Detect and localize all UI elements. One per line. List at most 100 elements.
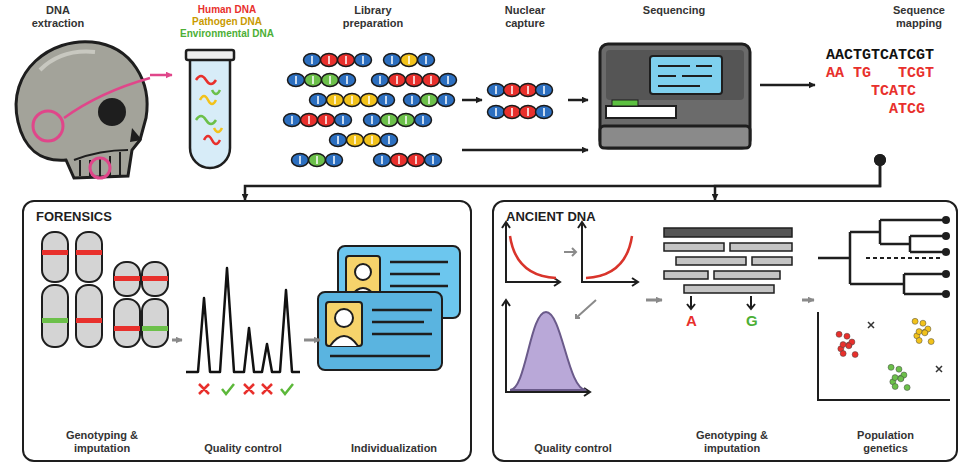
step-label: Sequence mapping xyxy=(880,4,958,30)
dna-fragments xyxy=(520,84,537,97)
dna-fragments xyxy=(316,156,318,164)
dna-fragments xyxy=(440,74,457,87)
dna-fragments xyxy=(425,56,427,64)
allele-call: A xyxy=(686,313,697,328)
sequencer-machine xyxy=(606,106,676,118)
sequencer-machine xyxy=(600,44,750,148)
step-label: Nuclear capture xyxy=(490,4,560,30)
dna-fragments xyxy=(543,86,545,94)
step-label: Environmental DNA xyxy=(180,28,274,40)
dna-fragments xyxy=(398,114,415,127)
dna-fragments xyxy=(364,134,381,147)
chromosome-symbol xyxy=(114,326,140,331)
dna-fragments xyxy=(389,74,406,87)
sequencer-machine xyxy=(600,126,750,148)
dna-fragments xyxy=(354,136,356,144)
qc-plots xyxy=(510,236,556,278)
dna-fragments xyxy=(337,136,339,144)
dna-fragments xyxy=(445,96,447,104)
flow-arrow xyxy=(172,339,182,342)
qc-plots xyxy=(586,236,632,278)
id-card-symbol xyxy=(326,302,362,346)
scatter-points xyxy=(920,320,926,326)
phylogenetic-tree xyxy=(866,257,940,259)
dna-fragments xyxy=(288,74,305,87)
phylogenetic-tree xyxy=(818,312,950,400)
dna-fragments xyxy=(418,54,435,67)
dna-fragments xyxy=(347,134,364,147)
dna-fragments xyxy=(355,54,372,67)
aligned-reads xyxy=(676,257,746,265)
dna-fragments xyxy=(329,76,331,84)
dna-fragments xyxy=(408,56,410,64)
dna-fragments xyxy=(339,74,356,87)
dna-fragments xyxy=(504,106,521,119)
dna-fragments xyxy=(351,96,353,104)
step-label: Sequencing xyxy=(643,4,705,17)
aligned-reads xyxy=(664,271,708,279)
id-card-symbol xyxy=(318,246,460,370)
dna-fragments xyxy=(374,154,391,167)
dna-fragments xyxy=(511,86,513,94)
step-label: Library preparation xyxy=(333,4,413,30)
sequence-read: TCGT xyxy=(898,66,934,81)
dna-fragments xyxy=(520,106,537,119)
flow-arrow xyxy=(646,299,662,302)
skull-illustration xyxy=(40,52,95,70)
qc-plots xyxy=(502,222,560,286)
test-tube xyxy=(204,136,220,144)
skull-illustration xyxy=(33,111,63,141)
dna-fragments xyxy=(371,136,373,144)
scatter-points xyxy=(916,329,922,335)
sequence-read: TCATC xyxy=(871,84,916,99)
aligned-reads xyxy=(687,296,755,309)
allele-call: G xyxy=(746,313,758,328)
dna-fragments xyxy=(326,154,343,167)
dna-fragments xyxy=(291,116,293,124)
phylogenetic-tree xyxy=(818,220,946,294)
step-box: Human DNAPathogen DNAEnvironmental DNA xyxy=(172,2,282,175)
dna-fragments xyxy=(423,74,440,87)
skull-illustration xyxy=(16,42,147,178)
sequence-read: AA TG xyxy=(826,66,871,81)
scatter-points xyxy=(928,339,934,345)
dna-fragments xyxy=(364,114,381,127)
dna-fragments xyxy=(342,116,344,124)
sequencer-machine xyxy=(650,56,722,94)
scatter-points xyxy=(916,337,922,343)
flow-arrow xyxy=(462,149,588,152)
scatter-points xyxy=(896,366,902,372)
chromosome-symbol xyxy=(76,250,102,255)
skull-illustration xyxy=(90,158,110,178)
dna-fragments xyxy=(504,84,521,97)
flow-arrow xyxy=(715,160,880,200)
scatter-points xyxy=(840,350,846,356)
step-label: Genotyping & imputation xyxy=(677,429,787,455)
dna-fragments xyxy=(310,94,327,107)
skull-illustration xyxy=(64,78,150,118)
chromosome-symbol xyxy=(114,276,140,281)
id-card-symbol xyxy=(346,256,380,296)
id-card-symbol xyxy=(330,336,358,346)
qc-plots xyxy=(564,248,596,318)
dna-fragments xyxy=(425,154,442,167)
dna-fragments xyxy=(361,94,378,107)
dna-fragments xyxy=(344,94,361,107)
dna-fragments xyxy=(346,76,348,84)
qc-plots xyxy=(578,222,638,286)
flow-arrow xyxy=(568,99,588,102)
flow-arrow xyxy=(150,74,172,77)
test-tube xyxy=(186,50,234,168)
chromosome-symbol xyxy=(114,262,140,296)
step-label: Population genetics xyxy=(841,429,931,455)
dna-fragments xyxy=(318,114,335,127)
phylogenetic-tree xyxy=(942,216,950,224)
dna-fragments xyxy=(415,156,417,164)
dna-fragments xyxy=(378,94,395,107)
sequencer-machine xyxy=(600,44,750,148)
step-box: Population genetics xyxy=(814,207,957,459)
chromosome-symbol xyxy=(142,326,168,331)
dna-fragments xyxy=(543,108,545,116)
peak-chart xyxy=(222,384,293,394)
